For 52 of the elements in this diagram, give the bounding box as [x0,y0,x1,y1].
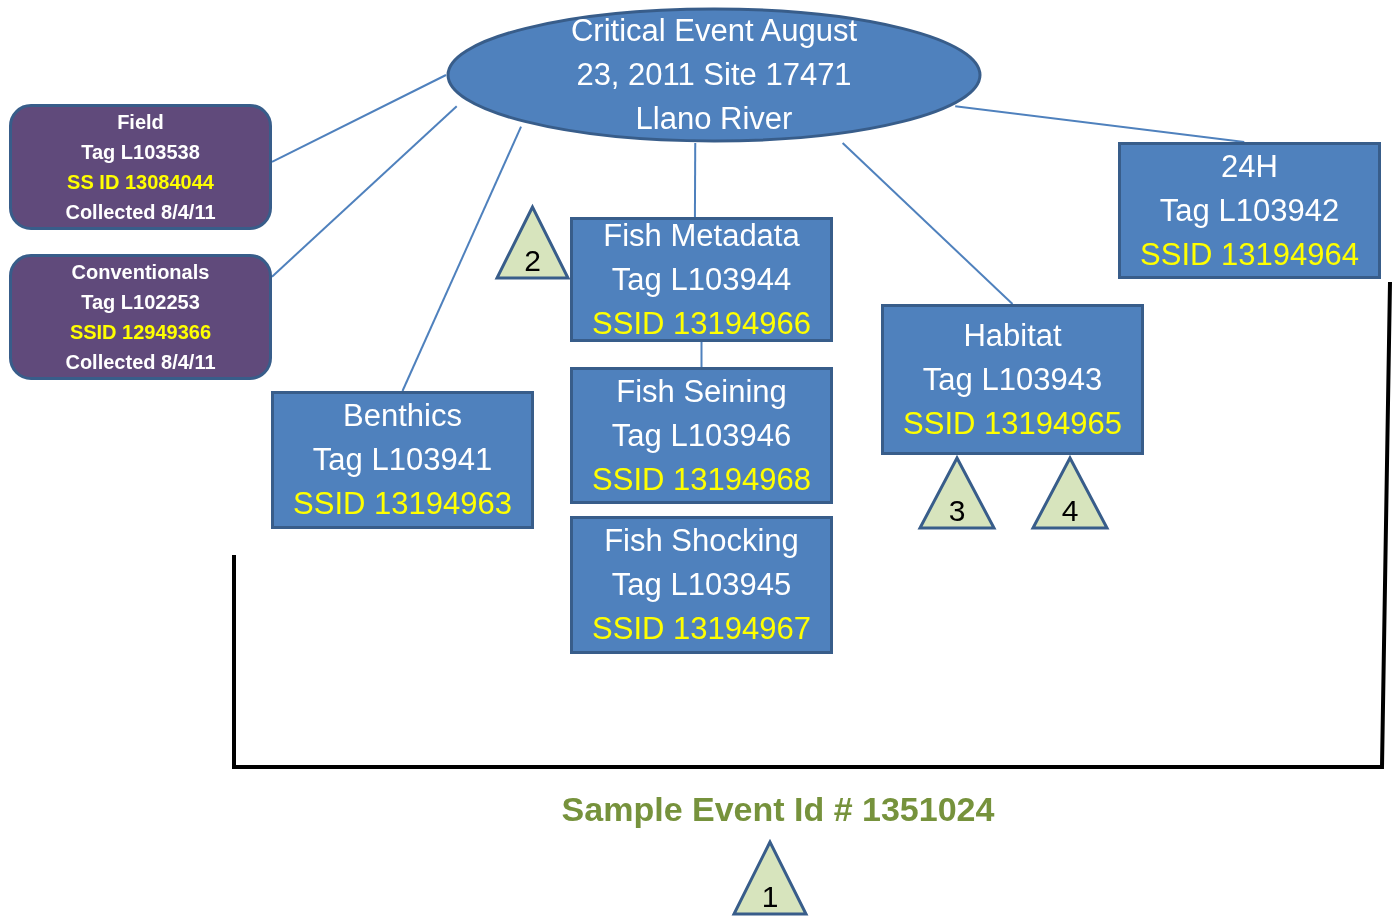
marker-number: 2 [524,244,541,278]
node-text: Collected 8/4/11 [65,200,216,225]
marker-number: 4 [1061,494,1079,528]
node-text: Tag L103942 [1159,191,1340,230]
node-text: Tag L103945 [611,566,792,604]
sample-box [570,516,833,654]
sample-box [271,391,534,529]
node-title: Conventionals [71,260,210,285]
node-title: Benthics [343,397,462,435]
node-title: Fish Shocking [604,522,799,560]
node-title: Habitat [963,316,1062,355]
connector-line [401,125,523,392]
node-text: SSID 13194966 [592,304,811,343]
connector-line [271,105,458,278]
connector-line [841,142,1014,305]
triangle-marker [1031,456,1109,530]
marker-number: 1 [761,880,779,914]
connector-line [954,105,1246,143]
connector-line [700,341,703,368]
node-text: SSID 13194965 [903,404,1122,443]
node-text: Tag L103946 [611,416,792,455]
connector-line [271,74,447,163]
node-text: SS ID 13084044 [67,170,214,195]
node-text: Tag L103943 [922,360,1103,399]
node-text: SSID 12949366 [69,320,212,345]
node-title: Critical Event August 23, 2011 Site 17471 Llano River [570,12,858,138]
sample-box [570,217,833,342]
node-text: Tag L103944 [611,260,792,299]
node-title: Fish Seining [616,372,787,411]
sample-box [1118,142,1381,279]
node-title: Fish Metadata [603,216,800,255]
node-text: Tag L102253 [81,290,200,315]
node-text: Tag L103941 [312,441,493,479]
node-text: SSID 13194967 [592,610,811,648]
node-text: Collected 8/4/11 [65,350,216,375]
node-title: Field [117,110,164,135]
sample-box [881,304,1144,455]
connector-line [693,142,697,218]
sample-box [570,367,833,504]
node-title: 24H [1221,147,1278,186]
node-text: SSID 13194963 [293,485,512,523]
event-id-label: Sample Event Id # 1351024 [561,790,995,829]
node-text: Tag L103538 [81,140,200,165]
sample-card [9,254,272,380]
event-ellipse [446,7,982,143]
triangle-marker [495,205,570,280]
sample-card [9,104,272,230]
triangle-marker [918,456,996,530]
marker-number: 3 [948,494,966,528]
triangle-marker [732,840,808,916]
node-text: SSID 13194964 [1140,235,1359,274]
node-text: SSID 13194968 [592,460,811,499]
